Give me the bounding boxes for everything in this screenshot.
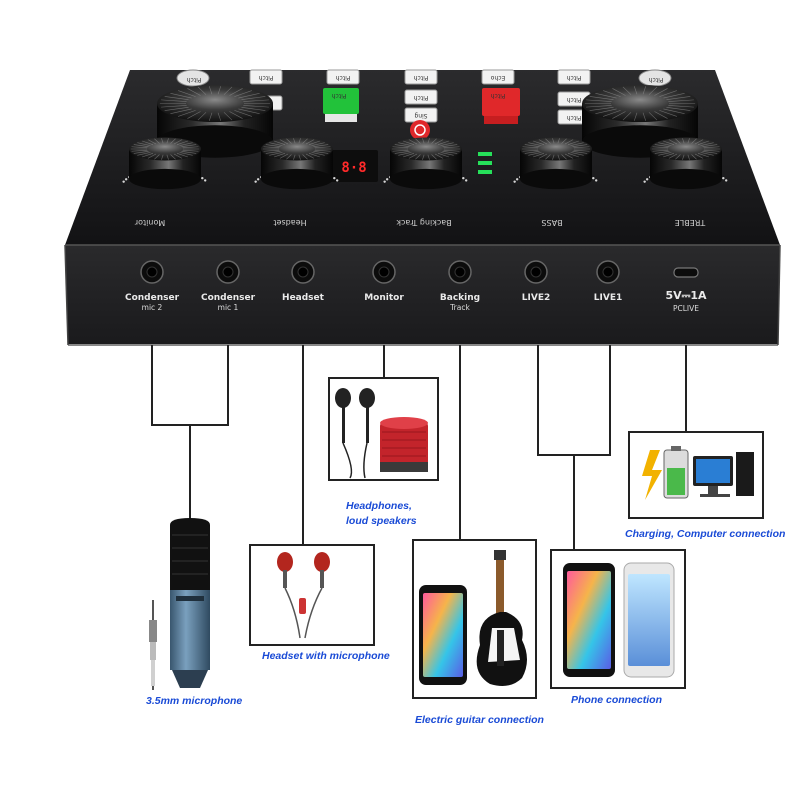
top-button-label: Echo [490, 74, 505, 81]
port-label: 5V⎓1A [665, 289, 707, 302]
caption-speakers-line1: Headphones, [346, 500, 412, 512]
large-knob-left[interactable] [157, 84, 273, 158]
port-sublabel: PCLIVE [673, 304, 699, 313]
port-6[interactable]: LIVE2 [522, 260, 550, 303]
top-button-label: Pitch [414, 74, 429, 81]
caption-guitar: Electric guitar connection [415, 714, 544, 726]
port-label: Condenser [201, 293, 256, 303]
top-button-2[interactable]: Pitch [249, 69, 283, 85]
port-4[interactable]: Monitor [364, 260, 404, 303]
knob-label-monitor: Monitor [134, 218, 165, 227]
caption-microphone: 3.5mm microphone [146, 695, 242, 707]
phone-guitar-icon [412, 539, 537, 699]
top-button-label: Pitch [567, 114, 582, 121]
led-bar-green-3 [478, 170, 492, 174]
smartphones-icon [550, 549, 686, 689]
port-8[interactable]: 5V⎓1A PCLIVE [665, 267, 707, 313]
top-button-label: Pitch [336, 74, 351, 81]
knob-set [122, 84, 728, 190]
power-button[interactable] [410, 120, 430, 140]
knob-headset[interactable] [254, 137, 339, 190]
top-button-label: Pitch [332, 92, 347, 99]
top-button-label: Pitch [414, 94, 429, 101]
top-button-6[interactable]: Pitch [557, 69, 591, 85]
top-button-label: Sing [414, 112, 427, 119]
top-button-label: Pitch [567, 74, 582, 81]
battery-computer-icon [628, 431, 764, 519]
top-button-label: Pitch [649, 76, 664, 83]
top-button-9[interactable]: Pitch [323, 88, 359, 122]
led-bar-green-2 [478, 161, 492, 165]
top-button-4[interactable]: Pitch [404, 69, 438, 85]
caption-computer: Charging, Computer connection [625, 528, 785, 540]
svg-text:8·8: 8·8 [341, 160, 366, 176]
top-button-3[interactable]: Pitch [326, 69, 360, 85]
knob-bass[interactable] [513, 137, 598, 190]
led-bar-green-1 [478, 152, 492, 156]
port-sublabel: mic 1 [218, 303, 239, 312]
captions: 3.5mm microphone Headset with microphone… [146, 500, 785, 726]
top-button-5[interactable]: Echo [481, 69, 515, 85]
port-3[interactable]: Headset [282, 260, 325, 303]
earphones-icon [249, 544, 375, 646]
knob-monitor[interactable] [122, 137, 207, 190]
port-label: LIVE2 [522, 293, 550, 303]
port-7[interactable]: LIVE1 [594, 260, 622, 303]
knob-treble[interactable] [643, 137, 728, 190]
knob-labels: Monitor Headset Backing Track BASS TREBL… [134, 218, 706, 227]
port-sublabel: mic 2 [142, 303, 163, 312]
top-button-10[interactable]: Pitch [404, 89, 438, 105]
knob-label-bass: BASS [541, 218, 562, 227]
top-button-label: Pitch [491, 92, 506, 99]
top-button-label: Pitch [187, 76, 202, 83]
condenser-microphone-icon [149, 518, 210, 690]
caption-phone: Phone connection [571, 694, 662, 706]
caption-speakers-line2: loud speakers [346, 515, 417, 527]
led-display: 8·8 [330, 120, 492, 182]
port-sublabel: Track [449, 303, 470, 312]
top-button-13[interactable]: Sing [404, 107, 438, 123]
knob-backing-track[interactable] [383, 137, 468, 190]
port-label: Monitor [364, 293, 404, 303]
knob-label-headset: Headset [273, 218, 306, 227]
knob-label-treble: TREBLE [675, 218, 707, 227]
earbuds-speaker-icon [328, 377, 439, 481]
top-button-11[interactable]: Pitch [482, 88, 520, 124]
top-button-12[interactable]: Pitch [557, 91, 591, 107]
port-label: Headset [282, 293, 325, 303]
top-button-label: Pitch [567, 96, 582, 103]
port-label: LIVE1 [594, 293, 622, 303]
connection-lines [151, 345, 687, 550]
port-label: Backing [440, 293, 480, 303]
top-button-7[interactable]: Pitch [638, 69, 672, 87]
port-label: Condenser [125, 293, 180, 303]
top-button-1[interactable]: Pitch [176, 69, 210, 87]
knob-label-backing-track: Backing Track [396, 218, 452, 227]
top-button-label: Pitch [259, 74, 274, 81]
caption-headset: Headset with microphone [262, 650, 390, 662]
